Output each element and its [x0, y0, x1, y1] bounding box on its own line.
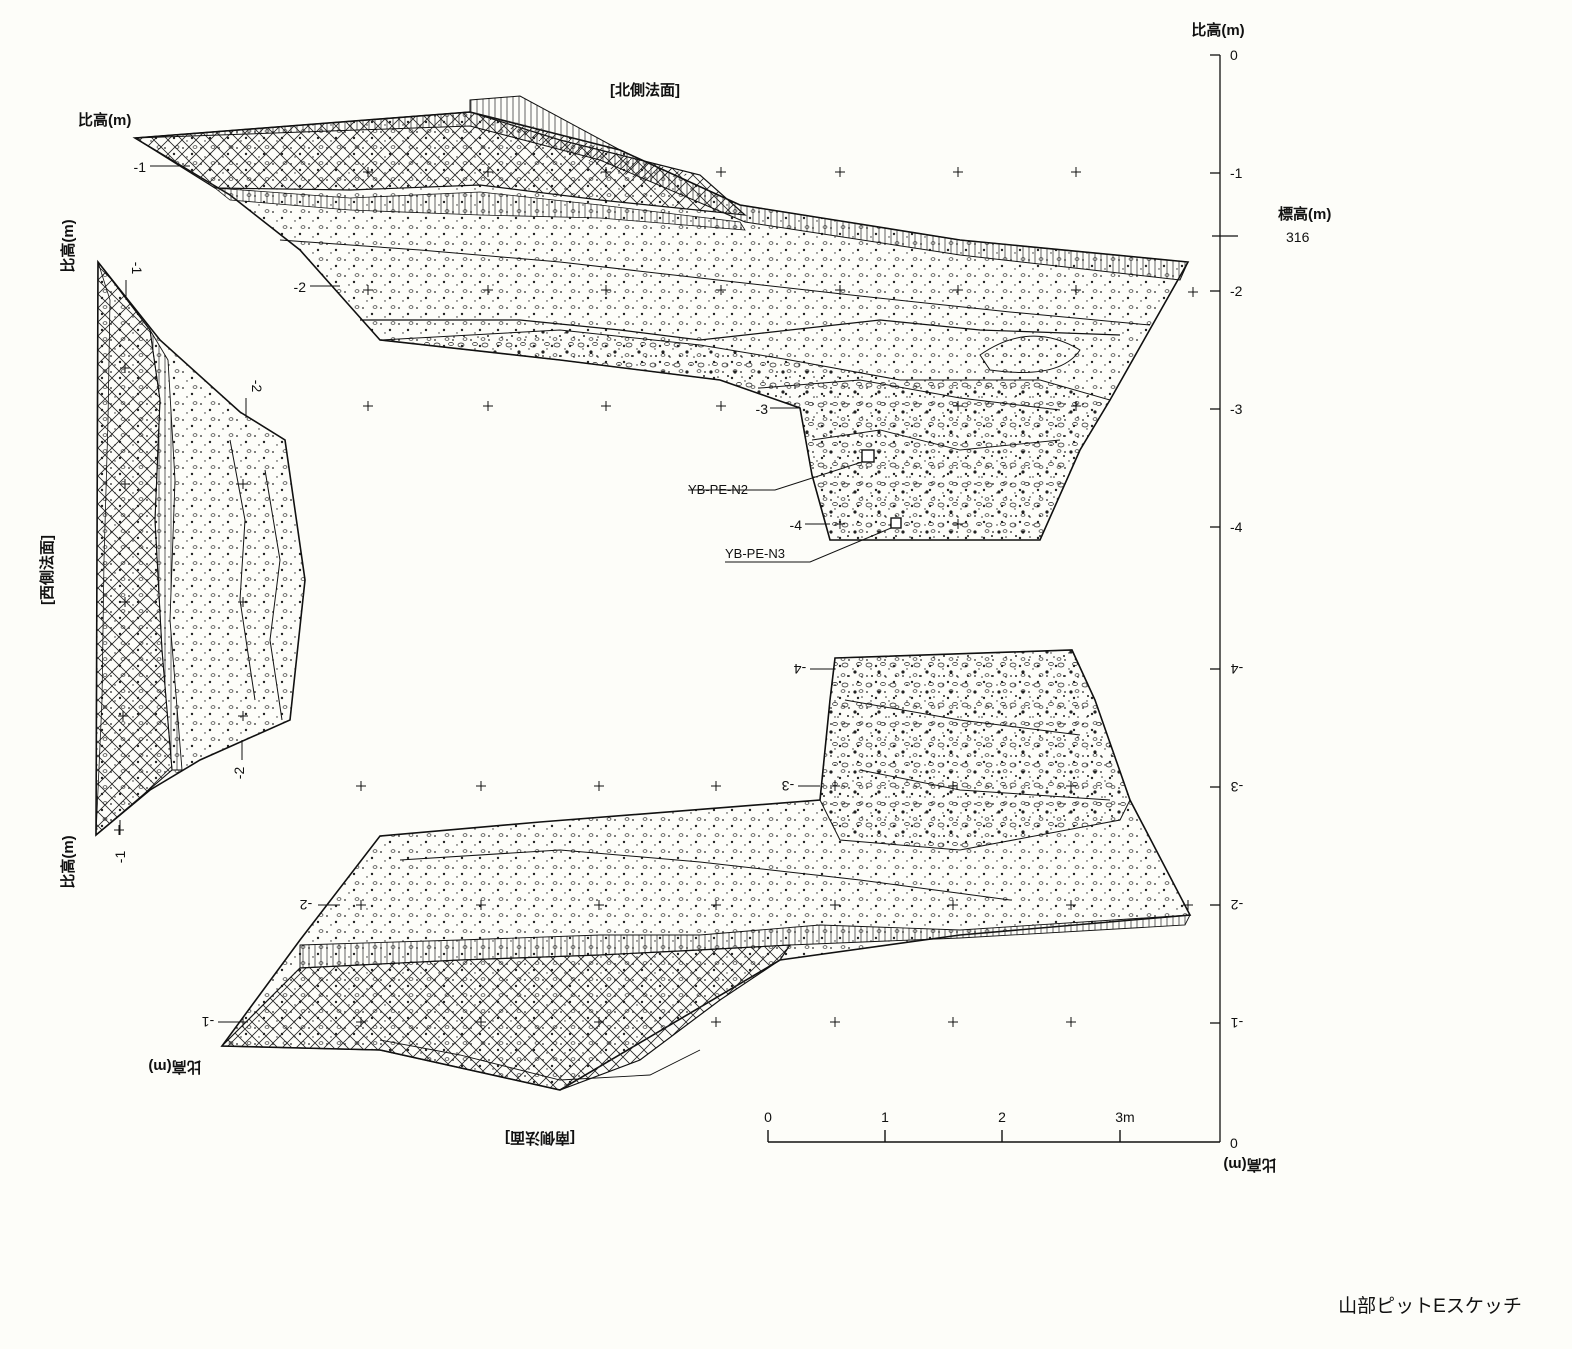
- sample-marker-n2: YB-PE-N2: [688, 449, 875, 497]
- right-scale-tick-0: 0: [1230, 47, 1238, 63]
- right-scale-label-top: 比高(m): [1191, 21, 1244, 39]
- right-scale-lower-tick-4: -4: [1231, 661, 1244, 677]
- elevation-label: 標高(m): [1278, 205, 1331, 223]
- north-tick-2: -2: [294, 279, 307, 295]
- west-grid-markers: [114, 280, 248, 835]
- sample-label-n3: YB-PE-N3: [725, 546, 785, 561]
- west-relative-height-label-top: 比高(m): [59, 219, 77, 272]
- south-tick-1: -1: [202, 1014, 215, 1030]
- right-scale-tick-3: -3: [1230, 401, 1243, 417]
- scale-bar-label-1: 1: [881, 1109, 889, 1125]
- north-tick-4: -4: [790, 517, 803, 533]
- north-face-section: [132, 95, 1190, 541]
- south-face-section: [220, 649, 1192, 1091]
- right-scale-lower-tick-1: -1: [1231, 1015, 1244, 1031]
- north-tick-1: -1: [134, 159, 147, 175]
- horizontal-scale-bar: [767, 1130, 1220, 1143]
- west-relative-height-label-bottom: 比高(m): [59, 835, 77, 888]
- south-face-title: [南側法面]: [505, 1129, 575, 1147]
- south-tick-2: -2: [300, 897, 313, 913]
- scale-bar-label-3m: 3m: [1115, 1109, 1134, 1125]
- right-scale-label-bottom: 比高(m): [1223, 1156, 1276, 1174]
- south-tick-3: -3: [782, 778, 795, 794]
- sample-marker-n3: YB-PE-N3: [725, 517, 902, 563]
- right-height-scale: [1210, 54, 1238, 1142]
- north-grid-markers: [150, 165, 1198, 529]
- south-tick-4: -4: [794, 661, 807, 677]
- right-scale-lower-tick-2: -2: [1231, 897, 1244, 913]
- west-tick-bottom-2: -2: [231, 767, 247, 780]
- right-scale-lower-tick-3: -3: [1231, 779, 1244, 795]
- north-tick-3: -3: [756, 401, 769, 417]
- south-grid-markers: [218, 668, 1193, 1027]
- elevation-value: 316: [1286, 229, 1310, 245]
- west-tick-top-2: -2: [249, 380, 265, 393]
- west-tick-top-1: -1: [129, 262, 145, 275]
- right-scale-tick-4: -4: [1230, 519, 1243, 535]
- scale-bar-label-0: 0: [764, 1109, 772, 1125]
- west-tick-bottom-1: -1: [112, 851, 128, 864]
- scale-bar-end-label: 0: [1230, 1135, 1238, 1151]
- north-face-title: [北側法面]: [610, 81, 680, 99]
- right-scale-tick-2: -2: [1230, 283, 1243, 299]
- right-scale-tick-1: -1: [1230, 165, 1243, 181]
- north-relative-height-label: 比高(m): [78, 111, 131, 129]
- south-relative-height-label: 比高(m): [148, 1058, 201, 1076]
- west-face-section: [95, 259, 306, 837]
- west-face-title: [西側法面]: [38, 535, 56, 605]
- sample-label-n2: YB-PE-N2: [688, 482, 748, 497]
- figure-title: 山部ピットEスケッチ: [1338, 1295, 1522, 1317]
- scale-bar-label-2: 2: [998, 1109, 1006, 1125]
